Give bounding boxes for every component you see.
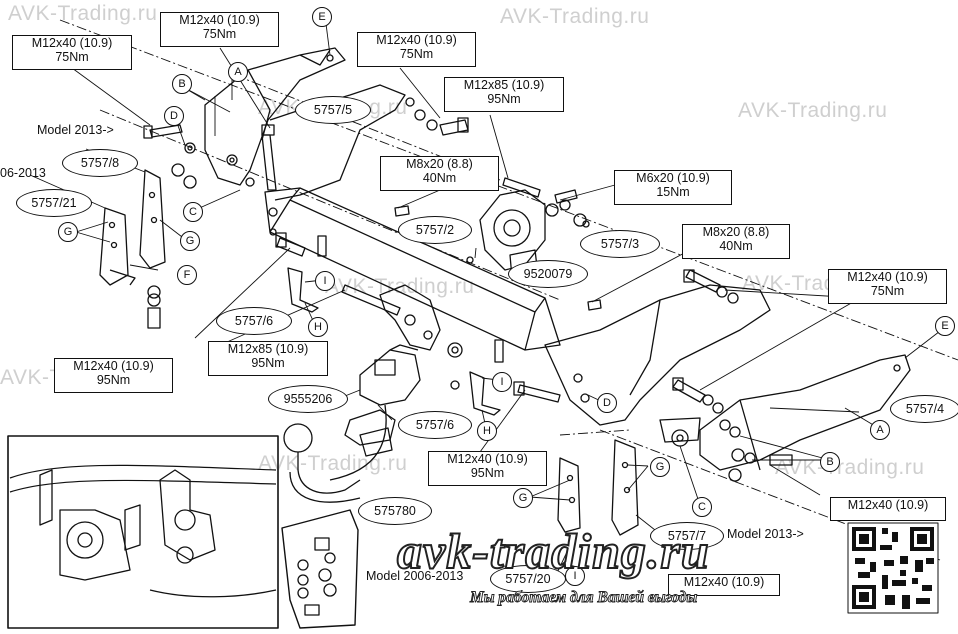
model-label-06-2013: 06-2013 [0,166,46,180]
bolt-size: M12x40 (10.9) [73,359,154,373]
callout-a-right: A [870,420,890,440]
bolt-size: M12x40 (10.9) [847,498,929,512]
callout-f: F [177,265,197,285]
part-5757-7: 5757/7 [650,522,724,550]
model-label-2006-2013: Model 2006-2013 [366,569,464,583]
bolt-size: M12x85 (10.9) [227,342,309,356]
callout-i-bottom: I [565,566,585,586]
bolt-size: M8x20 (8.8) [406,157,473,171]
bolt-torque: 95Nm [251,356,285,370]
bolt-torque: 40Nm [422,171,457,185]
part-5757-4: 5757/4 [890,395,958,423]
part-5757-6-left: 5757/6 [216,307,292,335]
brand-logo: avk-trading.ru [396,522,710,580]
bolt-spec-b12: M12x40 (10.9) [830,497,946,521]
bolts-top-left [143,124,277,329]
support-bracket-2013 [139,169,166,269]
callout-b-left: B [172,74,192,94]
mounting-clamp [379,284,441,351]
bolt-spec-b13: M12x40 (10.9) [668,574,780,596]
model-label-2013-right: Model 2013-> [727,527,804,541]
callout-b-right: B [820,452,840,472]
bolt-size: M12x40 (10.9) [683,575,765,589]
bolt-spec-b8: M12x40 (10.9) 75Nm [828,269,947,304]
bolt-torque: 95Nm [96,373,131,387]
wiring-module [359,349,421,406]
callout-d-left: D [164,106,184,126]
installation-inset-frame [7,435,279,629]
part-5757-21: 5757/21 [16,189,92,217]
model-label-2013: Model 2013-> [37,123,114,137]
tow-ball [283,423,313,453]
watermark: AVK-Trading.ru [775,456,925,479]
callout-e-left: E [312,7,332,27]
part-5757-6-right: 5757/6 [398,411,472,439]
watermark: AVK-Trading.ru [8,2,158,25]
bolt-torque: 75Nm [870,284,905,298]
bolt-spec-b7: M8x20 (8.8) 40Nm [682,224,790,259]
bolt-spec-b4: M12x85 (10.9) 95Nm [444,77,564,112]
callout-i-right: I [492,372,512,392]
watermark: AVK-Trading.ru [500,5,650,28]
right-side-bracket [544,284,771,426]
bolt-torque: 75Nm [399,47,434,61]
bolt-torque: 75Nm [55,50,89,64]
bolt-torque: 40Nm [719,239,753,253]
bolt-size: M6x20 (10.9) [636,171,710,185]
callout-h-left: H [308,317,328,337]
bolt-size: M12x85 (10.9) [463,78,545,92]
callout-g-1: G [58,222,78,242]
bolt-torque: 95Nm [487,92,521,106]
bolt-size: M8x20 (8.8) [702,225,770,239]
part-5757-5: 5757/5 [295,96,371,124]
callout-d-right: D [597,393,617,413]
part-5757-20: 5757/20 [490,565,566,593]
part-575780: 575780 [358,497,432,525]
bolt-spec-b9: M12x40 (10.9) 95Nm [54,358,173,393]
watermark: AVK-Trading.ru [738,99,888,122]
support-bracket-right-2013 [611,439,639,536]
bolt-torque: 75Nm [202,27,237,41]
bolts-right [672,269,793,482]
bolt-size: M12x40 (10.9) [179,13,260,27]
callout-g-3: G [650,457,670,477]
part-5757-3: 5757/3 [580,230,660,258]
left-side-bracket [204,47,346,186]
brand-slogan: Мы работаем для Вашей выгоды [470,589,698,607]
part-5757-2: 5757/2 [398,216,472,244]
bolt-spec-b10: M12x85 (10.9) 95Nm [208,341,328,376]
callout-a-left: A [228,62,248,82]
callout-i-left: I [315,271,335,291]
bolt-torque: 15Nm [656,185,690,199]
bolt-size: M12x40 (10.9) [376,33,457,47]
part-5757-8: 5757/8 [62,149,138,177]
bolt-spec-b2: M12x40 (10.9) 75Nm [160,12,279,47]
part-9520079: 9520079 [508,260,588,288]
bolt-size: M12x40 (10.9) [447,452,528,466]
callout-e-right: E [935,316,955,336]
bolt-size: M12x40 (10.9) [847,270,928,284]
electrical-kit-bag [281,509,359,629]
socket-plate [479,189,546,271]
bolt-spec-b3: M12x40 (10.9) 75Nm [357,32,476,67]
support-bracket-2006 [99,207,129,286]
bolt-spec-b1: M12x40 (10.9) 75Nm [12,35,132,70]
qr-code [847,522,939,614]
callout-c-right: C [692,497,712,517]
bolt-size: M12x40 (10.9) [31,36,113,50]
callout-g-2: G [180,231,200,251]
callout-c-left: C [183,202,203,222]
watermark: AVK-Trading.ru [258,452,408,475]
part-9555206: 9555206 [268,385,348,413]
bolt-spec-b11: M12x40 (10.9) 95Nm [428,451,547,486]
bolt-torque: 95Nm [470,466,505,480]
bolt-spec-b6: M6x20 (10.9) 15Nm [614,170,732,205]
callout-h-right: H [477,421,497,441]
bolt-spec-b5: M8x20 (8.8) 40Nm [380,156,499,191]
callout-g-4: G [513,488,533,508]
